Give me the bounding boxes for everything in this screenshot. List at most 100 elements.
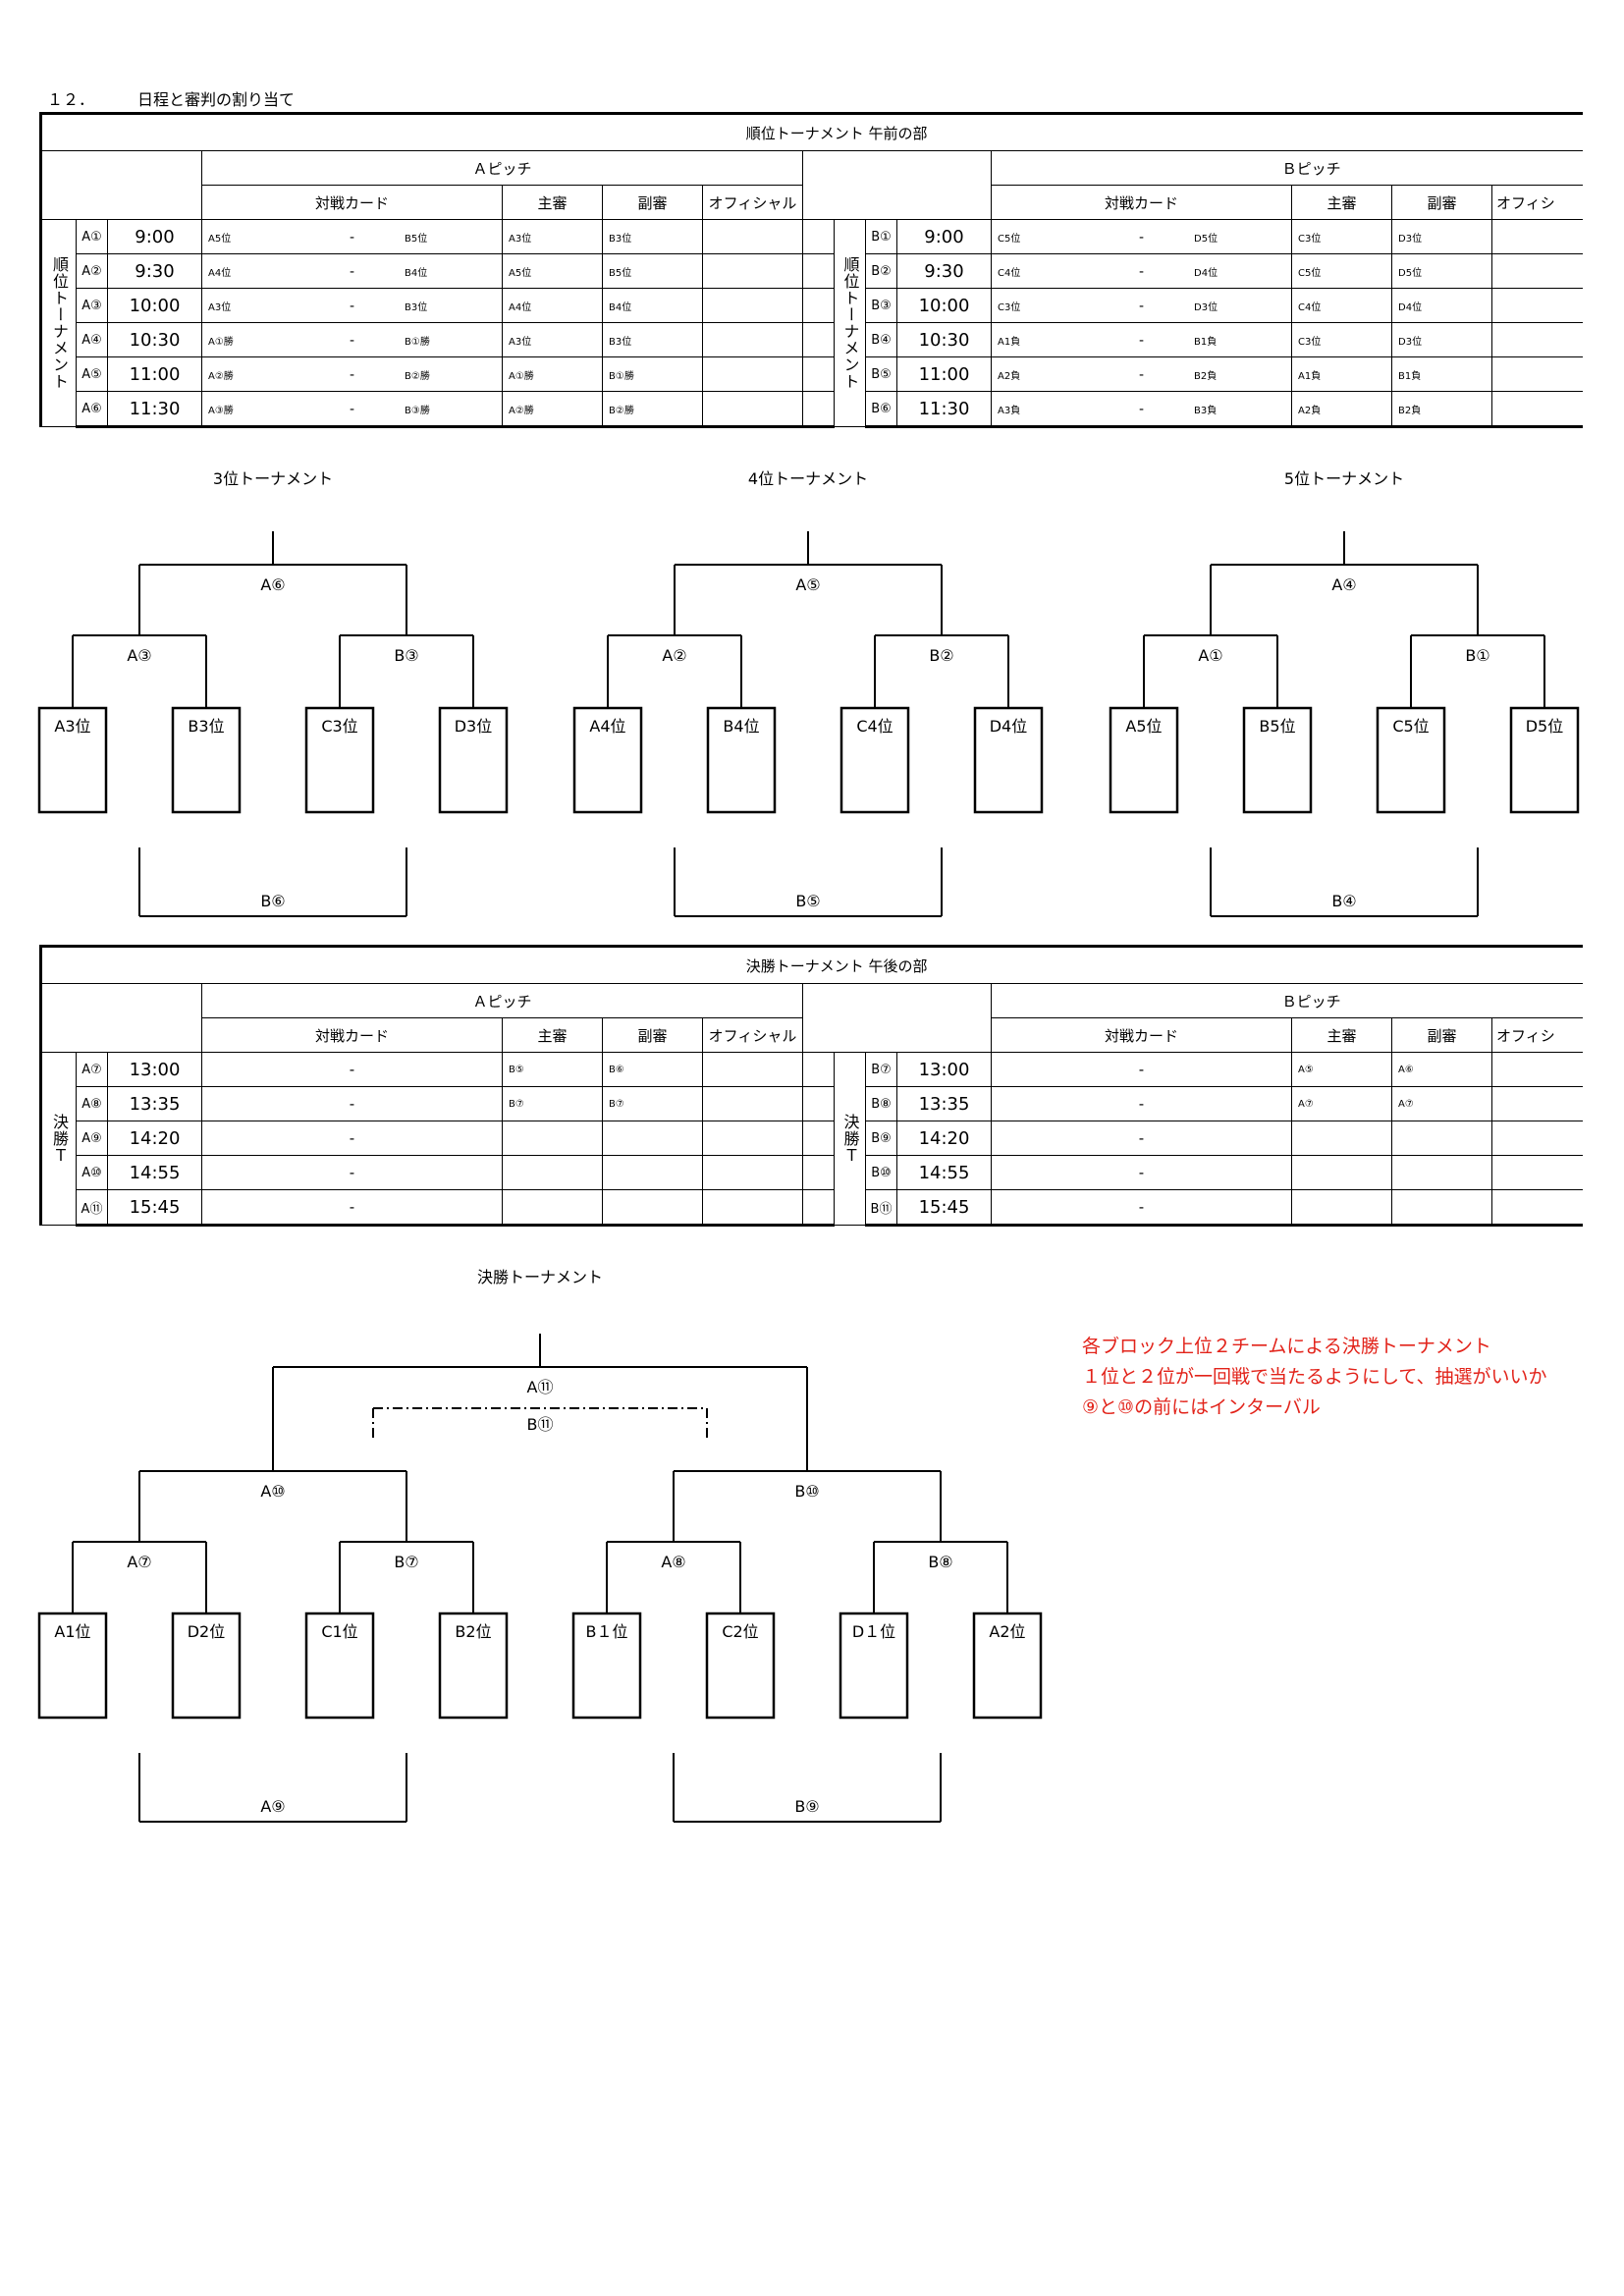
spacer-cell <box>802 288 835 323</box>
sub-referee: B4位 <box>602 288 703 323</box>
sub-referee: A⑥ <box>1391 1052 1492 1087</box>
official <box>702 356 803 392</box>
main-referee: A①勝 <box>502 356 603 392</box>
match-card: A4位-B4位 <box>201 253 503 289</box>
semi-match-label: B① <box>1465 646 1489 665</box>
semi-match-label: B③ <box>394 646 418 665</box>
sub-referee <box>1391 1121 1492 1156</box>
semi-match-label: B② <box>929 646 953 665</box>
team-label: B2位 <box>455 1622 491 1641</box>
match-code: A⑪ <box>76 1189 108 1227</box>
sub-referee: B1負 <box>1391 356 1492 392</box>
quarterfinal-match-label: B⑦ <box>394 1553 418 1571</box>
morning-schedule: 順位トーナメント 午前の部 Ａピッチ Ｂピッチ 対戦カード 主審 副審 オフィシ… <box>39 112 1583 428</box>
team-label: D4位 <box>990 717 1028 736</box>
official <box>1490 288 1583 323</box>
match-card: - <box>201 1052 503 1087</box>
col-official-a: オフィシャル <box>702 185 803 220</box>
team-1: A①勝 <box>208 337 234 348</box>
team-1: C3位 <box>998 302 1021 313</box>
afternoon-banner: 決勝トーナメント 午後の部 <box>39 945 1583 984</box>
team-2: B4位 <box>405 268 428 279</box>
match-time: 9:00 <box>896 219 992 254</box>
bracket-title: 5位トーナメント <box>1284 469 1404 488</box>
versus-dash: - <box>349 333 355 349</box>
team-slot <box>438 706 509 814</box>
pm-col-official-b: オフィシ <box>1490 1017 1583 1053</box>
team-2: B①勝 <box>405 337 430 348</box>
team-label: C3位 <box>321 717 357 736</box>
morning-pitch-b: Ｂピッチ <box>990 150 1583 186</box>
col-sub-a: 副審 <box>602 185 703 220</box>
main-referee: A1負 <box>1291 356 1392 392</box>
col-sub-b: 副審 <box>1391 185 1492 220</box>
quarterfinal-match-label: A⑧ <box>661 1553 685 1571</box>
sub-referee: D3位 <box>1391 322 1492 357</box>
team-slot <box>171 1612 242 1720</box>
quarterfinal-match-label: A⑦ <box>127 1553 151 1571</box>
match-code: A⑤ <box>76 356 108 392</box>
organizer-notes: 各ブロック上位２チームによる決勝トーナメント １位と２位が一回戦で当たるようにし… <box>1082 1332 1585 1440</box>
final-match-label: A④ <box>1331 575 1356 594</box>
match-code: A⑥ <box>76 391 108 428</box>
team-2: B③勝 <box>405 406 430 416</box>
sub-referee: D4位 <box>1391 288 1492 323</box>
third-place-match-label: B⑪ <box>527 1415 554 1434</box>
versus-dash: - <box>1138 230 1145 246</box>
main-referee <box>502 1189 603 1227</box>
team-slot <box>571 1612 642 1720</box>
note-line-3: ⑨と⑩の前にはインターバル <box>1082 1396 1321 1418</box>
team-slot <box>839 706 910 814</box>
spacer-cell <box>802 253 835 289</box>
match-time: 15:45 <box>107 1189 202 1227</box>
main-referee: A3位 <box>502 219 603 254</box>
team-1: A1負 <box>998 337 1021 348</box>
team-2: D3位 <box>1194 302 1218 313</box>
match-code: A⑨ <box>76 1121 108 1156</box>
main-referee: B⑦ <box>502 1086 603 1121</box>
team-slot <box>304 1612 375 1720</box>
match-time: 13:35 <box>896 1086 992 1121</box>
final-match-label: A⑤ <box>795 575 820 594</box>
main-referee: C3位 <box>1291 322 1392 357</box>
afternoon-schedule: 決勝トーナメント 午後の部 Ａピッチ Ｂピッチ 対戦カード 主審 副審 オフィシ… <box>39 945 1583 1227</box>
pm-col-sub-b: 副審 <box>1391 1017 1492 1053</box>
team-2: B②勝 <box>405 371 430 382</box>
consolation-match-label: B⑥ <box>260 892 285 910</box>
main-referee: C5位 <box>1291 253 1392 289</box>
team-label: D１位 <box>852 1622 895 1641</box>
consolation-match-label: B⑨ <box>794 1797 819 1816</box>
team-slot <box>171 706 242 814</box>
col-card-b: 対戦カード <box>991 185 1292 220</box>
match-card: C5位-D5位 <box>991 219 1292 254</box>
semi-match-label: B⑩ <box>794 1482 819 1501</box>
match-time: 10:30 <box>896 322 992 357</box>
bracket-title: 3位トーナメント <box>213 469 333 488</box>
main-referee: A⑦ <box>1291 1086 1392 1121</box>
official <box>1490 356 1583 392</box>
bracket-title: 決勝トーナメント <box>477 1268 603 1286</box>
match-time: 10:00 <box>896 288 992 323</box>
versus-dash: - <box>1138 333 1145 349</box>
sub-referee: B②勝 <box>602 391 703 428</box>
team-slot <box>1376 706 1446 814</box>
spacer-cell <box>802 1189 835 1227</box>
versus-dash: - <box>349 299 355 314</box>
side-label-b: 順位トーナメント <box>834 219 866 427</box>
team-slot <box>973 706 1044 814</box>
match-code: B① <box>865 219 897 254</box>
team-slot <box>304 706 375 814</box>
match-card: - <box>201 1155 503 1190</box>
official <box>1490 322 1583 357</box>
team-slot <box>706 706 777 814</box>
match-time: 13:35 <box>107 1086 202 1121</box>
team-slot <box>1509 706 1580 814</box>
main-referee <box>502 1155 603 1190</box>
col-official-b: オフィシ <box>1490 185 1583 220</box>
team-2: D4位 <box>1194 268 1218 279</box>
